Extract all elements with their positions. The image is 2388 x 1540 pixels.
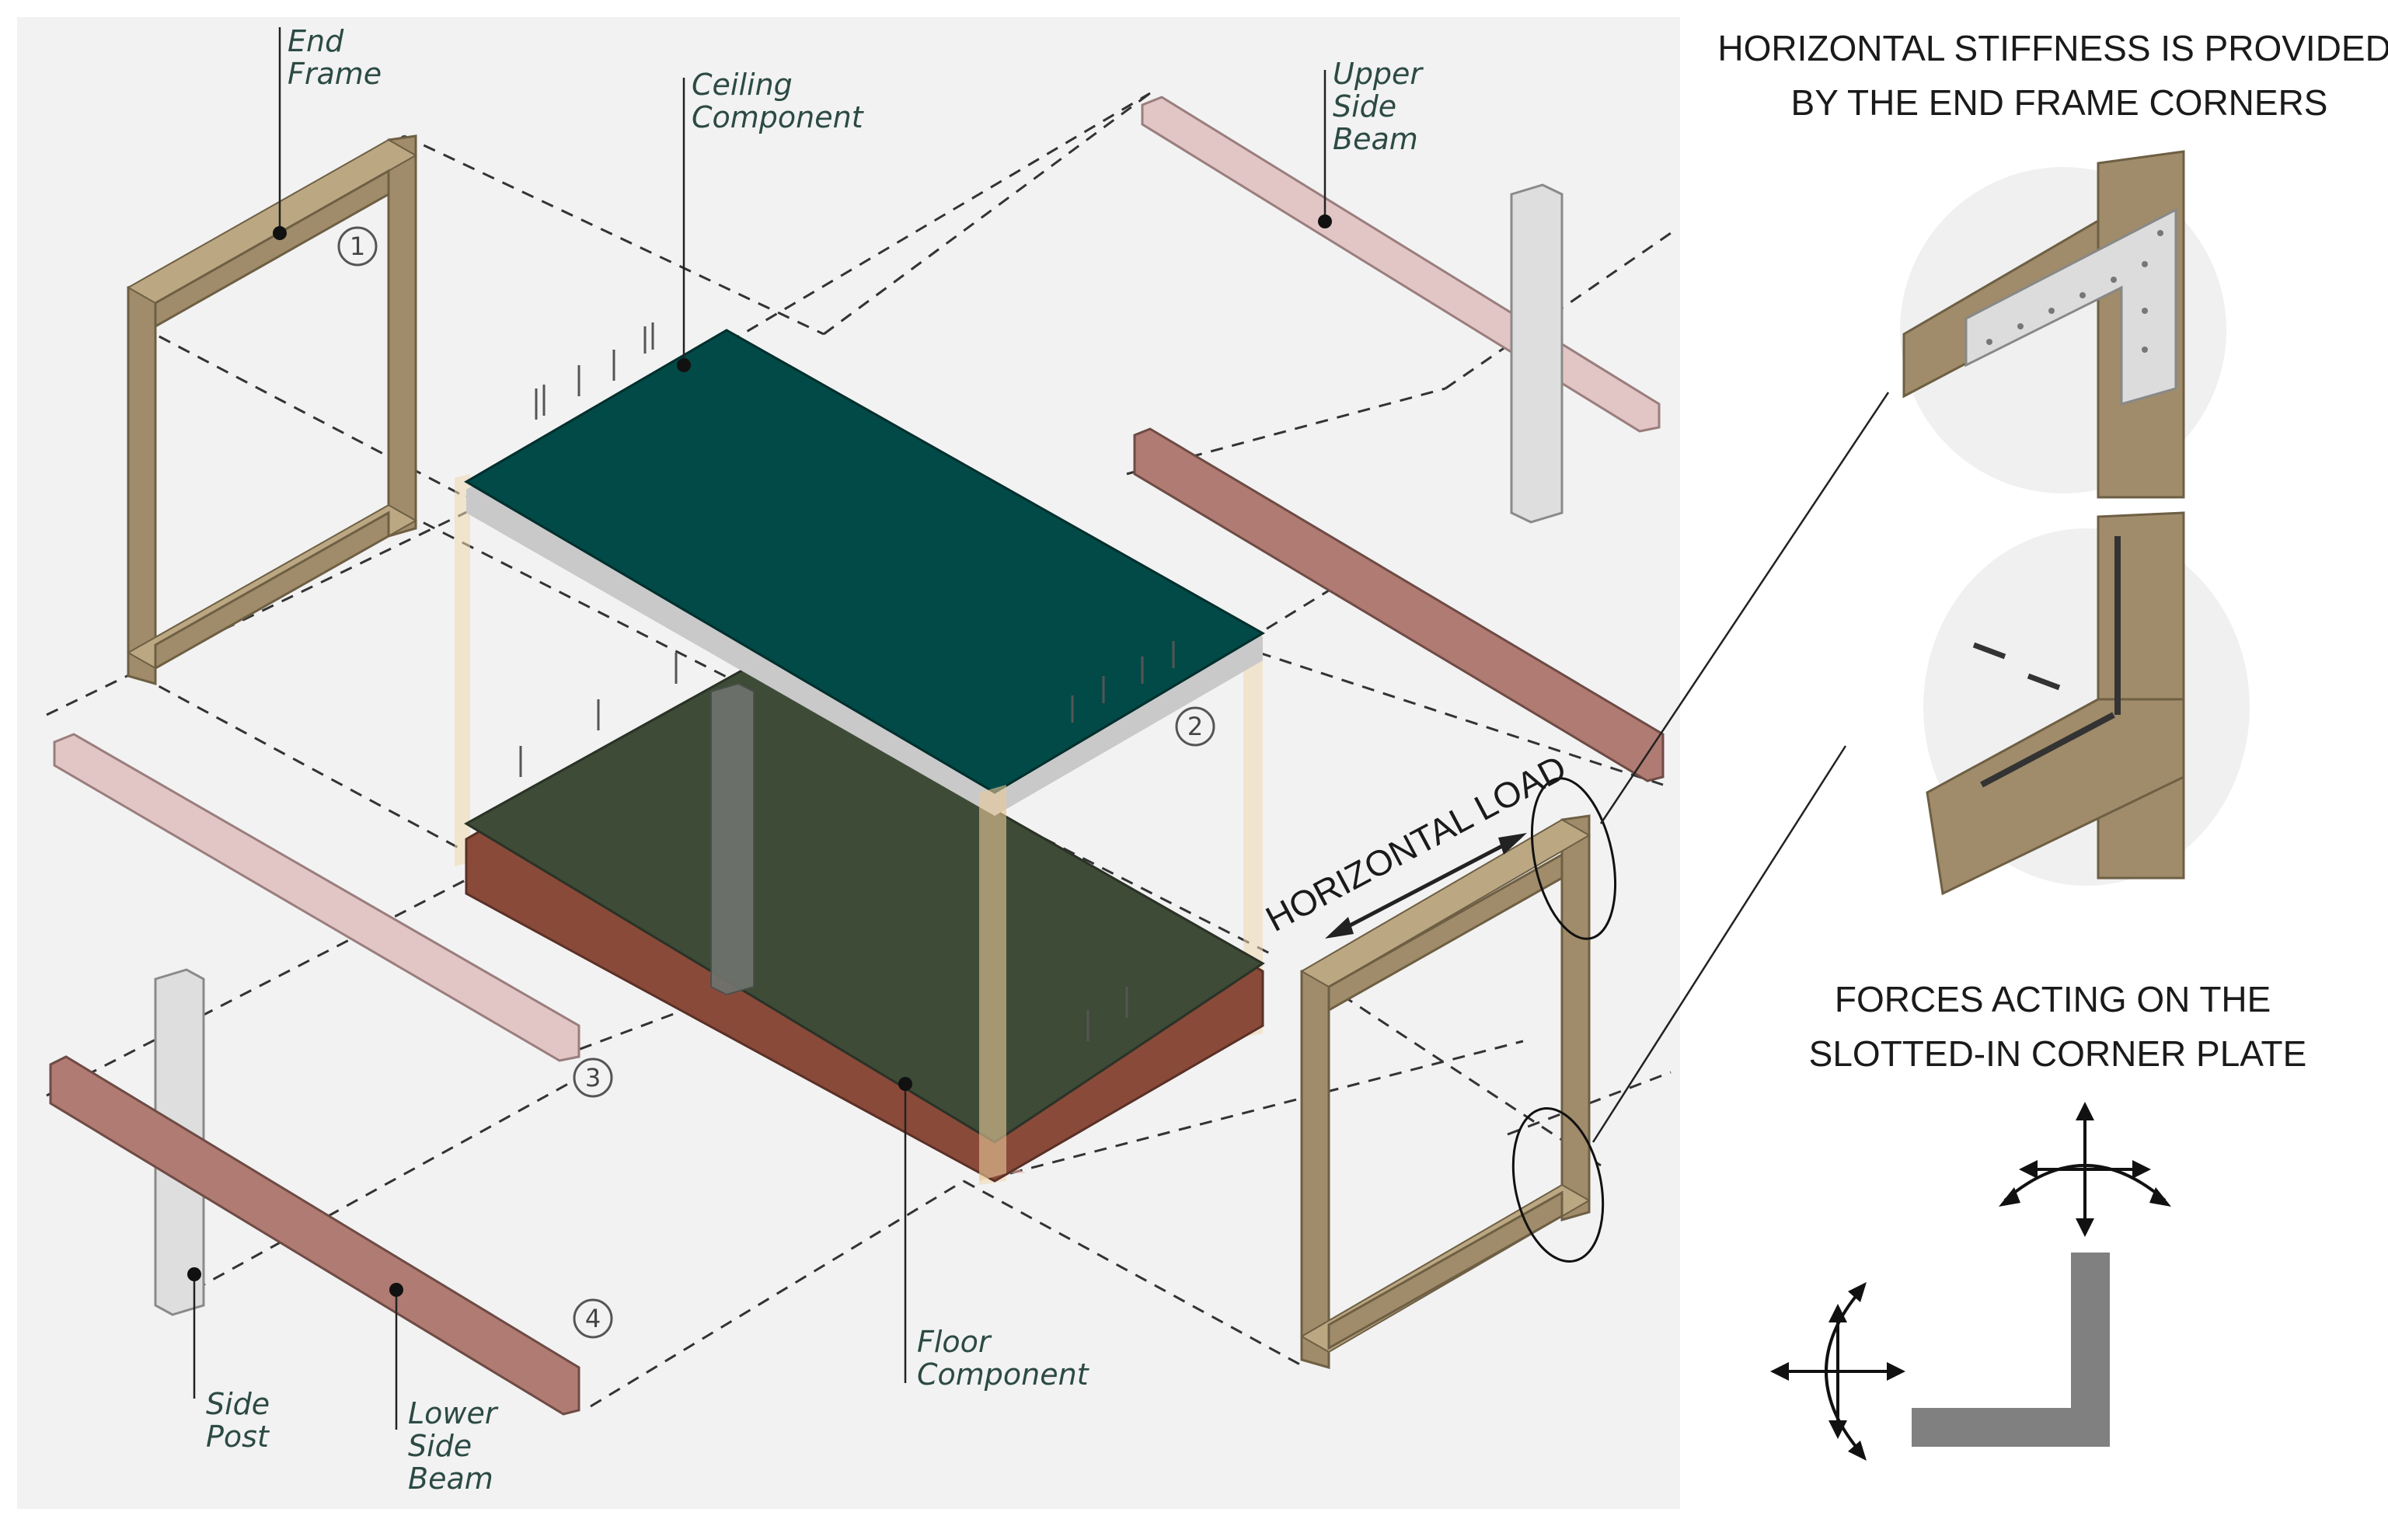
- number-marker-1: 1: [337, 226, 378, 267]
- lower-side-beam-right: [1133, 427, 1665, 782]
- force-arrowheads-top: [1999, 1102, 2171, 1237]
- horizontal-load-arrowhead-a: [1325, 917, 1354, 939]
- label-upper-side-beam: Upper Side Beam: [1333, 57, 1431, 156]
- corner-highlight-bottom: [1511, 1107, 1605, 1263]
- label-ceiling-component-line-2: Component: [692, 100, 865, 134]
- label-upper-side-beam-line-3: Beam: [1333, 122, 1418, 156]
- number-4: 4: [585, 1304, 601, 1333]
- number-1: 1: [350, 232, 365, 261]
- upper-side-beam-left: [53, 733, 580, 1062]
- label-end-frame-line-2: Frame: [288, 57, 382, 91]
- callout-line-top: [1599, 392, 1890, 824]
- force-symbol-bottom: [1780, 1288, 1896, 1455]
- caption-bottom-line-2: SLOTTED-IN CORNER PLATE: [1809, 1033, 2307, 1074]
- end-frame-1: [126, 134, 418, 685]
- side-post-top: [1510, 183, 1564, 524]
- number-2: 2: [1187, 712, 1203, 741]
- corner-detail-top: [1900, 150, 2226, 499]
- label-floor-component-line-1: Floor: [917, 1325, 992, 1359]
- corner-plate-l-shape: [1912, 1253, 2110, 1447]
- number-marker-4: 4: [573, 1298, 613, 1339]
- label-side-post-line-2: Post: [206, 1420, 270, 1454]
- corner-detail-bottom: [1923, 511, 2250, 896]
- horizontal-load-arrow: [1335, 837, 1517, 935]
- callout-line-bottom: [1591, 745, 1847, 1143]
- lower-side-beam-left: [49, 1055, 580, 1416]
- label-side-post-line-1: Side: [206, 1387, 270, 1421]
- label-floor-component-line-2: Component: [917, 1357, 1090, 1392]
- label-lower-side-beam-line-3: Beam: [408, 1462, 493, 1496]
- caption-forces-acting: FORCES ACTING ON THE SLOTTED-IN CORNER P…: [1809, 979, 2307, 1074]
- horizontal-load-arrowhead-b: [1498, 833, 1527, 855]
- leader-lines: [187, 27, 1332, 1430]
- number-marker-2: 2: [1175, 706, 1215, 747]
- label-upper-side-beam-line-1: Upper: [1333, 57, 1424, 91]
- ceiling-component: [464, 322, 1265, 1041]
- label-end-frame: End Frame: [288, 24, 382, 91]
- module-front-post: [979, 785, 1006, 1181]
- label-upper-side-beam-line-2: Side: [1333, 89, 1396, 124]
- label-ceiling-component-line-1: Ceiling: [692, 68, 793, 102]
- label-lower-side-beam: Lower Side Beam: [408, 1396, 507, 1496]
- caption-horizontal-stiffness: HORIZONTAL STIFFNESS IS PROVIDED BY THE …: [1717, 28, 2388, 123]
- label-ceiling-component: Ceiling Component: [692, 68, 865, 134]
- label-floor-component: Floor Component: [917, 1325, 1090, 1392]
- number-3: 3: [585, 1063, 601, 1092]
- force-arrowheads-bottom: [1770, 1282, 1905, 1461]
- caption-top-line-2: BY THE END FRAME CORNERS: [1791, 82, 2328, 123]
- floor-component: [464, 667, 1265, 1183]
- side-post-center: [710, 682, 755, 996]
- label-side-post: Side Post: [206, 1387, 279, 1454]
- label-lower-side-beam-line-1: Lower: [408, 1396, 499, 1430]
- corner-highlight-top: [1530, 777, 1617, 940]
- force-symbol-top: [2003, 1111, 2167, 1228]
- caption-top-line-1: HORIZONTAL STIFFNESS IS PROVIDED: [1717, 28, 2388, 68]
- caption-bottom-line-1: FORCES ACTING ON THE: [1835, 979, 2271, 1019]
- number-marker-3: 3: [573, 1057, 613, 1098]
- label-end-frame-line-1: End: [288, 24, 344, 58]
- label-lower-side-beam-line-2: Side: [408, 1429, 472, 1463]
